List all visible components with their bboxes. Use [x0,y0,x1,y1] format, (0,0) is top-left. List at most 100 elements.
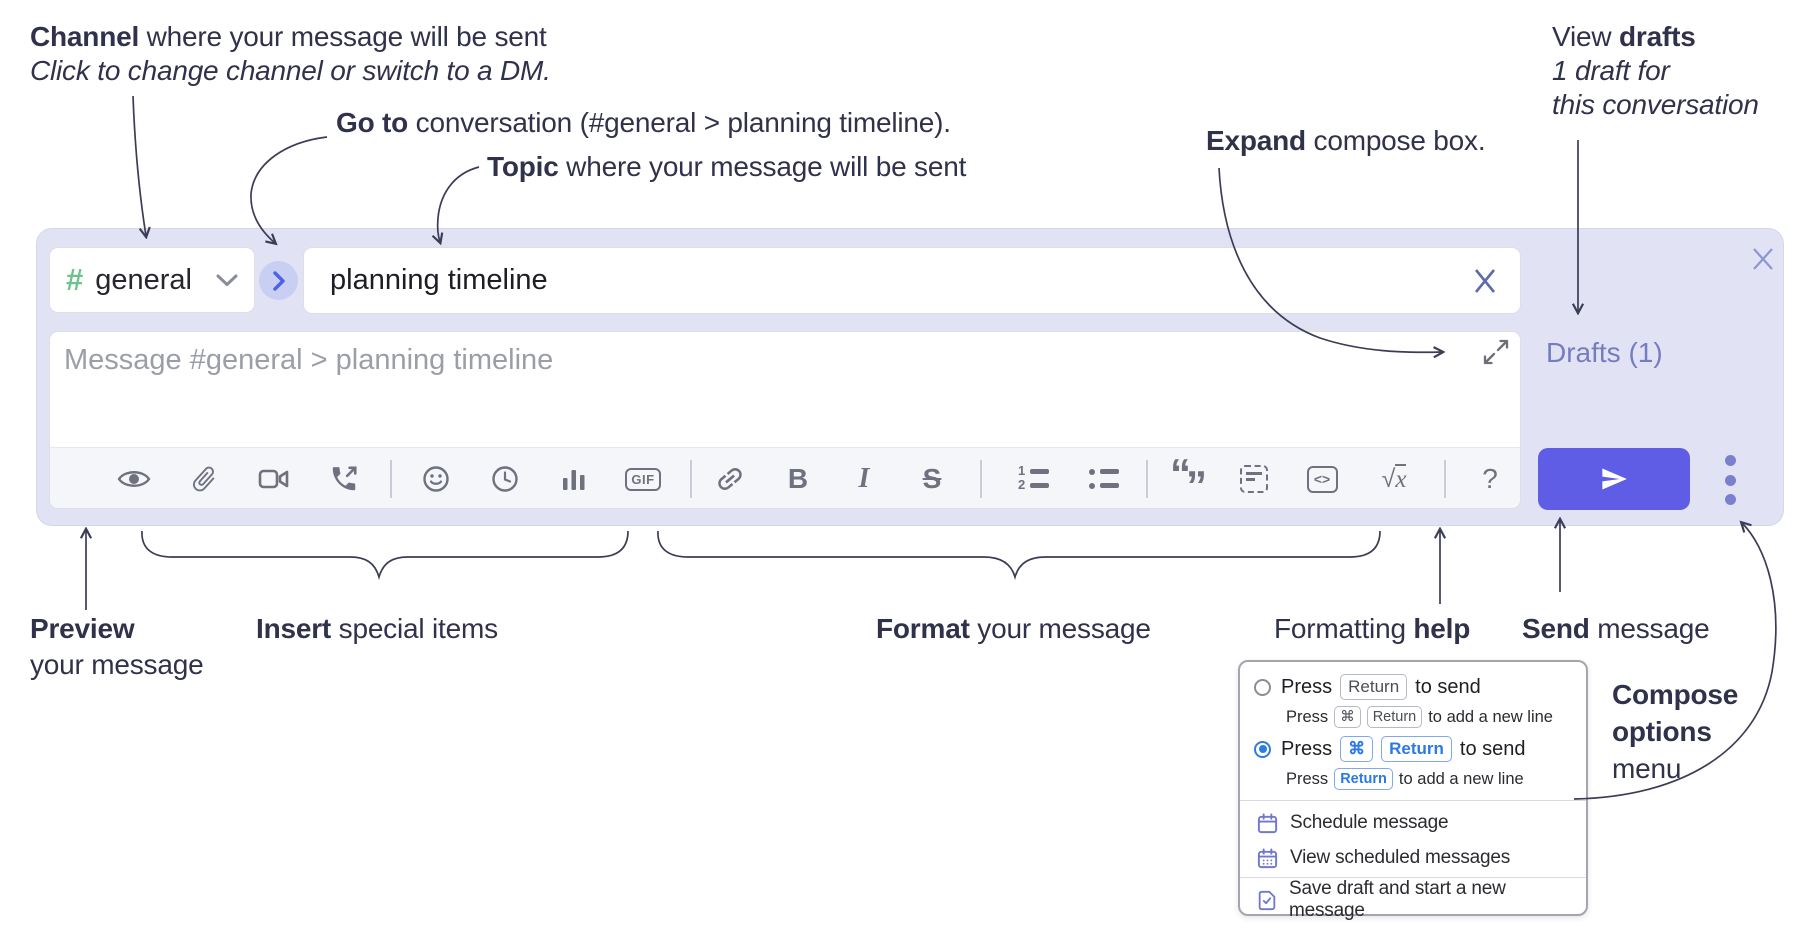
send-button[interactable] [1538,448,1690,510]
annotation-view-drafts-line3: this conversation [1552,89,1759,120]
emoji-icon[interactable] [410,448,462,508]
math-var-glyph: x [1395,463,1407,493]
quote-close-glyph: ” [1186,462,1207,509]
strikethrough-icon[interactable]: S [906,448,958,508]
annotation-format-bold: Format [876,613,970,644]
menu-item-view-scheduled[interactable]: View scheduled messages [1256,841,1578,875]
toolbar-divider [1444,460,1446,498]
poll-icon[interactable] [548,448,600,508]
annotation-goto-rest: conversation (#general > planning timeli… [408,107,951,138]
code-icon[interactable]: <> [1296,448,1348,508]
message-textarea[interactable] [50,332,1520,445]
annotation-preview-bold: Preview [30,613,135,644]
arrow-channel [132,95,146,236]
annotation-channel-rest: where your message will be sent [139,21,547,52]
italic-icon[interactable]: I [838,448,890,508]
annotation-expand-rest: compose box. [1305,125,1486,156]
annotation-goto-bold: Go to [336,107,409,138]
annotation-channel: Channel where your message will be sent [30,20,547,54]
calendar-grid-icon [1256,847,1279,870]
chevron-down-icon [216,274,238,286]
annotation-format: Format your message [876,612,1151,646]
formatting-help-icon[interactable]: ? [1464,448,1516,508]
annotation-insert: Insert special items [256,612,498,646]
menu-divider [1240,800,1586,801]
annotation-send-rest: message [1589,613,1710,644]
preview-eye-icon[interactable] [108,448,160,508]
bold-icon[interactable]: B [772,448,824,508]
option1-sub-after: to add a new line [1428,707,1553,726]
brace-format [657,530,1381,581]
topic-clear-icon[interactable] [1471,267,1499,295]
key-cmd-blue: ⌘ [1340,736,1374,762]
code-glyph: <> [1306,465,1338,493]
annotation-view-drafts-line2: 1 draft for [1552,55,1670,86]
annotation-topic-bold: Topic [487,151,559,182]
gif-icon[interactable]: GIF [617,448,669,508]
annotation-preview-line2: your message [30,649,204,680]
option1-press: Press [1281,675,1333,698]
link-icon[interactable] [704,448,756,508]
math-icon[interactable]: √x [1368,448,1420,508]
compose-options-kebab-icon[interactable] [1717,455,1743,505]
annotation-expand-bold: Expand [1206,125,1306,156]
voice-call-icon[interactable] [318,448,370,508]
ol-number-2: 2 [1018,477,1026,492]
toolbar-divider [1146,460,1148,498]
time-icon[interactable] [479,448,531,508]
video-call-icon[interactable] [248,448,300,508]
annotation-formatting-help-pre: Formatting [1274,613,1414,644]
spoiler-icon[interactable] [1228,448,1280,508]
radio-selected-icon[interactable] [1254,740,1271,758]
annotation-formatting-help: Formatting help [1274,612,1470,646]
attach-file-icon[interactable] [178,448,230,508]
annotation-preview: Preview [30,612,135,646]
annotation-view-drafts-bold: drafts [1618,21,1696,52]
annotation-channel-sub: Click to change channel or switch to a D… [30,55,551,86]
annotation-send: Send message [1522,612,1710,646]
option2-sub-after: to add a new line [1398,769,1524,788]
menu-item-save-draft[interactable]: Save draft and start a new message [1256,878,1578,921]
menu-item-label: Save draft and start a new message [1289,878,1506,921]
key-return: Return [1366,706,1423,728]
close-compose-icon[interactable] [1749,245,1777,273]
ol-number-1: 1 [1018,463,1026,478]
math-root-glyph: √ [1381,464,1396,493]
send-shortcut-option-2-sub: Press Return to add a new line [1286,768,1524,790]
compose-options-menu: Press Return to send Press ⌘ Return to a… [1238,660,1588,921]
option1-after: to send [1415,675,1481,698]
annotation-expand: Expand compose box. [1206,124,1486,158]
annotation-goto: Go to conversation (#general > planning … [336,106,951,140]
toolbar-divider [690,460,692,498]
annotation-formatting-help-bold: help [1413,613,1471,644]
key-cmd: ⌘ [1334,706,1361,728]
annotation-compose-options-line2: options [1612,715,1712,749]
key-return-blue: Return [1381,736,1452,762]
bulleted-list-icon[interactable] [1078,448,1130,508]
calendar-icon [1256,812,1279,835]
bold-glyph: B [787,463,809,494]
annotation-topic-rest: where your message will be sent [558,151,967,182]
expand-compose-icon[interactable] [1482,338,1510,371]
strikethrough-glyph: S [922,463,942,494]
chevron-right-icon [272,270,285,291]
quote-icon[interactable]: “” [1162,448,1214,509]
toolbar-divider [390,460,392,498]
brace-insert [141,530,629,581]
annotation-view-drafts-pre: View [1552,21,1619,52]
key-return-blue: Return [1334,768,1393,790]
compose-box: # general [36,228,1784,526]
drafts-link[interactable]: Drafts (1) [1546,337,1663,368]
send-shortcut-option-1[interactable]: Press Return to send [1254,674,1481,700]
send-shortcut-option-2[interactable]: Press ⌘ Return to send [1254,736,1526,762]
radio-unselected-icon[interactable] [1254,678,1271,696]
channel-hash-icon: # [66,262,84,297]
option2-after: to send [1459,737,1526,760]
channel-selector[interactable]: # general [49,247,255,313]
go-to-conversation-button[interactable] [259,261,298,300]
menu-item-schedule-message[interactable]: Schedule message [1256,806,1578,840]
topic-input[interactable] [303,247,1521,314]
annotation-send-bold: Send [1522,613,1590,644]
